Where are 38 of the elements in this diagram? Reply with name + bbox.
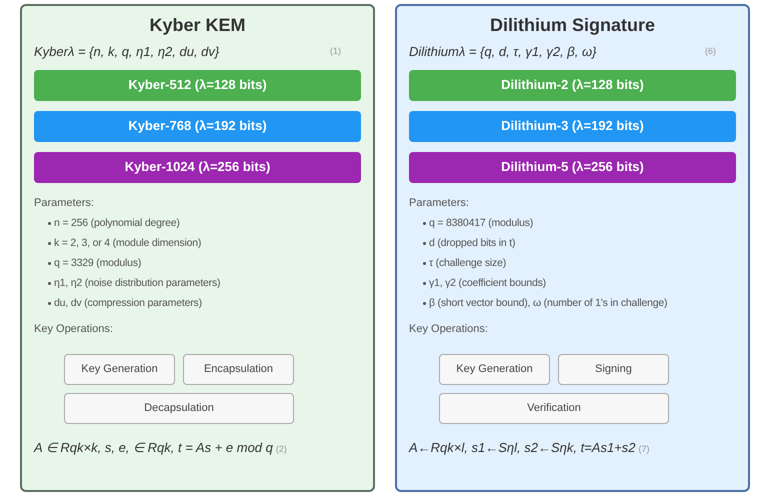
variant-bar: Dilithium-5 (λ=256 bits): [409, 152, 736, 182]
variant-bar: Dilithium-3 (λ=192 bits): [409, 110, 736, 142]
section-heading: Parameters:: [34, 196, 95, 210]
formula: Kyberλ = {n, k, q, η1, η2, du, dv}: [34, 43, 220, 61]
operation-button: Decapsulation: [64, 392, 294, 424]
equation-number: (2): [276, 442, 287, 456]
operation-button: Key Generation: [64, 354, 175, 384]
operation-button: Signing: [558, 354, 669, 384]
parameter-item: β (short vector bound), ω (number of 1's in challenge): [429, 296, 668, 311]
panel-title: Kyber KEM: [148, 14, 247, 37]
panel-title: Dilithium Signature: [488, 14, 656, 37]
variant-bar: Kyber-1024 (λ=256 bits): [34, 152, 361, 182]
parameter-item: τ (challenge size): [429, 256, 506, 271]
variant-bar: Kyber-768 (λ=192 bits): [34, 110, 361, 142]
section-heading: Key Operations:: [34, 322, 114, 337]
parameter-item: k = 2, 3, or 4 (module dimension): [54, 236, 202, 251]
variant-bar: Kyber-512 (λ=128 bits): [34, 70, 361, 100]
parameter-item: du, dv (compression parameters): [54, 296, 202, 311]
parameter-item: q = 8380417 (modulus): [429, 216, 534, 231]
section-heading: Key Operations:: [409, 322, 489, 337]
parameter-item: q = 3329 (modulus): [54, 256, 142, 271]
variant-bar: Dilithium-2 (λ=128 bits): [409, 70, 736, 100]
panel: [20, 4, 375, 492]
formula: A←Rqk×l, s1←Sηl, s2←Sηk, t=As1+s2: [409, 438, 636, 457]
equation-number: (1): [330, 45, 341, 58]
parameter-item: γ1, γ2 (coefficient bounds): [429, 276, 546, 291]
parameter-item: d (dropped bits in t): [429, 236, 516, 251]
parameter-item: n = 256 (polynomial degree): [54, 216, 180, 231]
operation-button: Encapsulation: [183, 354, 294, 384]
panel: [395, 4, 750, 492]
formula: Dilithiumλ = {q, d, τ, γ1, γ2, β, ω}: [409, 43, 596, 61]
operation-button: Key Generation: [439, 354, 550, 384]
section-heading: Parameters:: [409, 196, 470, 210]
equation-number: (7): [638, 442, 650, 456]
equation-number: (6): [705, 45, 716, 58]
parameter-item: η1, η2 (noise distribution parameters): [54, 276, 220, 291]
operation-button: Verification: [439, 392, 669, 424]
formula: A ∈ Rqk×k, s, e, ∈ Rqk, t = As + e mod q: [34, 438, 273, 457]
